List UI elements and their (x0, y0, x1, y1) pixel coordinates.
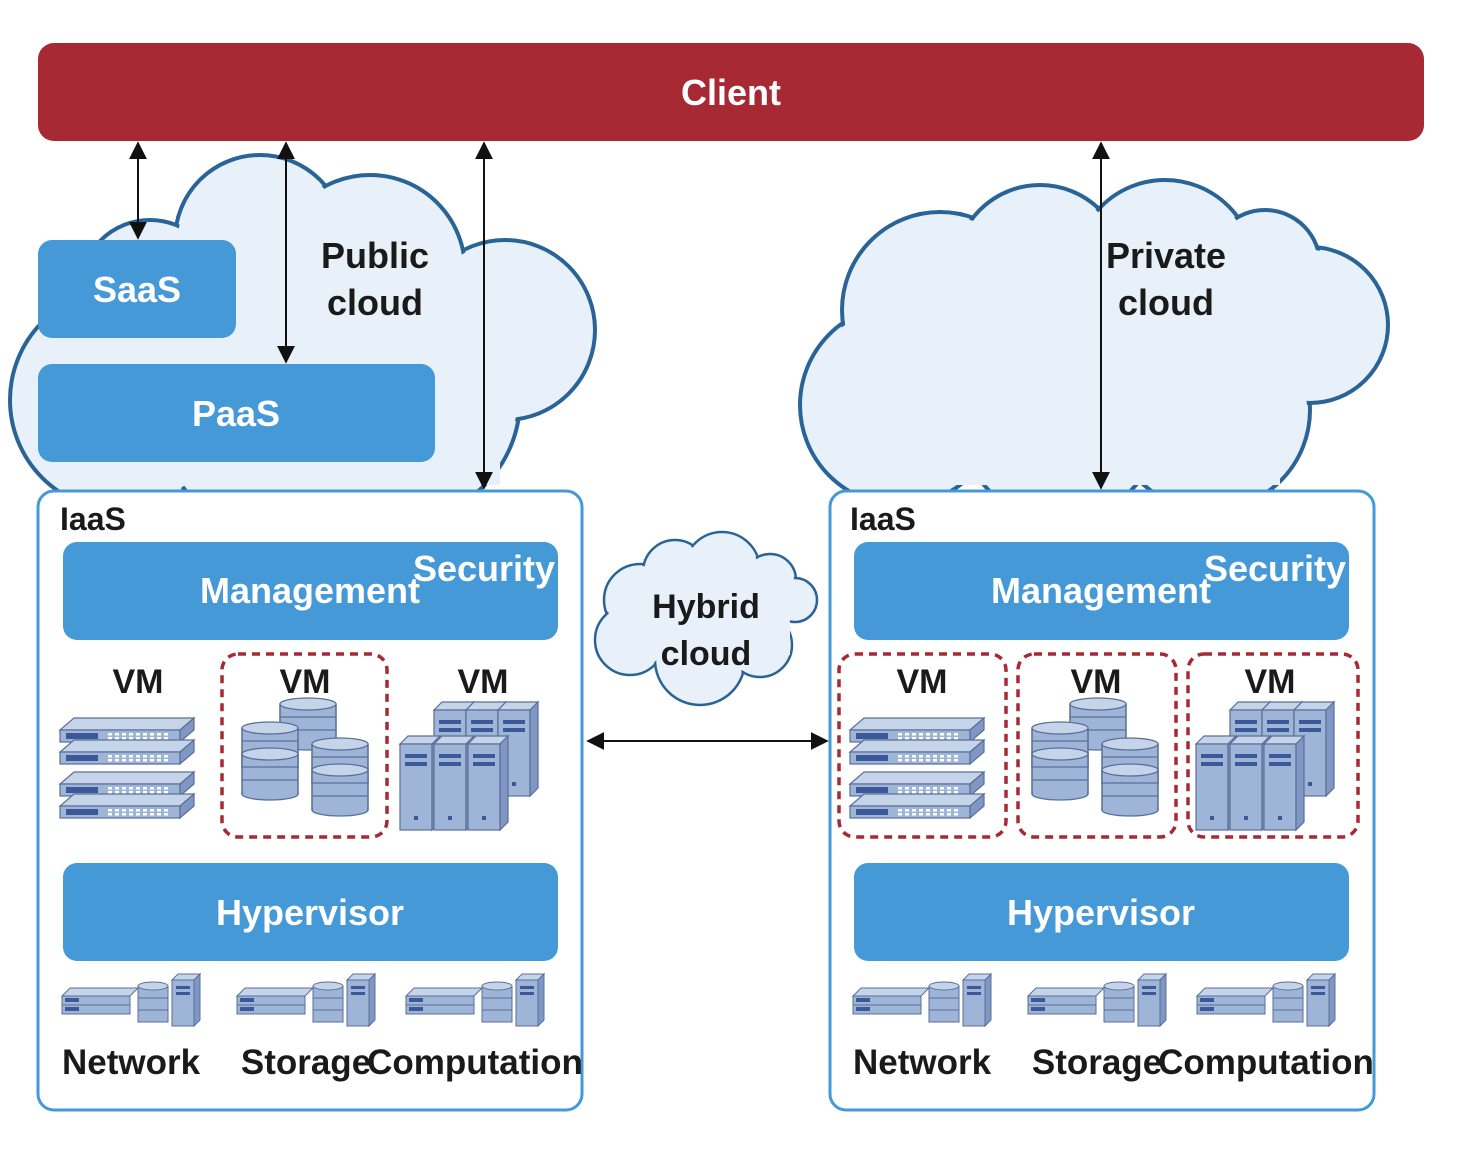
right-vm-computation[interactable]: VM (1186, 652, 1360, 839)
right-resource-network-label: Network (853, 1043, 992, 1082)
private-cloud-title-line2: cloud (1118, 282, 1214, 323)
left-iaas-box: IaaS Management Security VM VM VM Hyperv… (36, 489, 584, 1112)
right-resource-storage-label: Storage (1032, 1043, 1162, 1082)
left-management-label: Management (200, 570, 420, 611)
client-label: Client (681, 72, 781, 113)
hybrid-cloud-title-line1: Hybrid (652, 588, 760, 626)
right-vm-network[interactable]: VM (837, 652, 1008, 839)
right-resource-computation-label: Computation (1158, 1043, 1374, 1082)
private-cloud-title-line1: Private (1106, 235, 1226, 276)
left-resource-computation-label: Computation (367, 1043, 583, 1082)
left-vm-label: VM (280, 663, 331, 701)
left-vm-label: VM (113, 663, 164, 701)
left-resource-storage-label: Storage (241, 1043, 371, 1082)
left-vm-label: VM (458, 663, 509, 701)
left-iaas-title: IaaS (60, 501, 126, 537)
right-hypervisor-layer[interactable]: Hypervisor (854, 863, 1349, 961)
right-iaas-title: IaaS (850, 501, 916, 537)
right-management-layer[interactable]: Management Security (854, 542, 1349, 640)
client-bar[interactable]: Client (38, 43, 1424, 141)
paas-label: PaaS (192, 393, 280, 434)
public-cloud-title-line1: Public (321, 235, 429, 276)
right-iaas-box: IaaS Management Security VM VM VM Hyperv… (828, 489, 1376, 1112)
client-connectors (129, 141, 1110, 490)
hybrid-cloud: Hybrid cloud (593, 530, 819, 707)
right-vm-label: VM (1071, 663, 1122, 701)
left-management-layer[interactable]: Management Security (63, 542, 558, 640)
left-hypervisor-layer[interactable]: Hypervisor (63, 863, 558, 961)
right-security-label: Security (1204, 548, 1346, 589)
left-vm-computation[interactable]: VM (400, 663, 538, 830)
hybrid-cloud-title-line2: cloud (661, 635, 752, 673)
paas-layer[interactable]: PaaS (38, 364, 435, 462)
left-vm-storage[interactable]: VM (220, 652, 389, 839)
left-resource-network-label: Network (62, 1043, 201, 1082)
right-management-label: Management (991, 570, 1211, 611)
right-vm-label: VM (1245, 663, 1296, 701)
right-vm-storage[interactable]: VM (1016, 652, 1178, 839)
private-cloud: Private cloud (798, 178, 1390, 522)
left-hypervisor-label: Hypervisor (216, 892, 404, 933)
left-vm-network[interactable]: VM (60, 663, 194, 818)
right-hypervisor-label: Hypervisor (1007, 892, 1195, 933)
right-vm-label: VM (897, 663, 948, 701)
saas-label: SaaS (93, 269, 181, 310)
left-security-label: Security (413, 548, 555, 589)
saas-layer[interactable]: SaaS (38, 240, 236, 338)
public-cloud-title-line2: cloud (327, 282, 423, 323)
public-cloud: Public cloud (8, 153, 597, 532)
